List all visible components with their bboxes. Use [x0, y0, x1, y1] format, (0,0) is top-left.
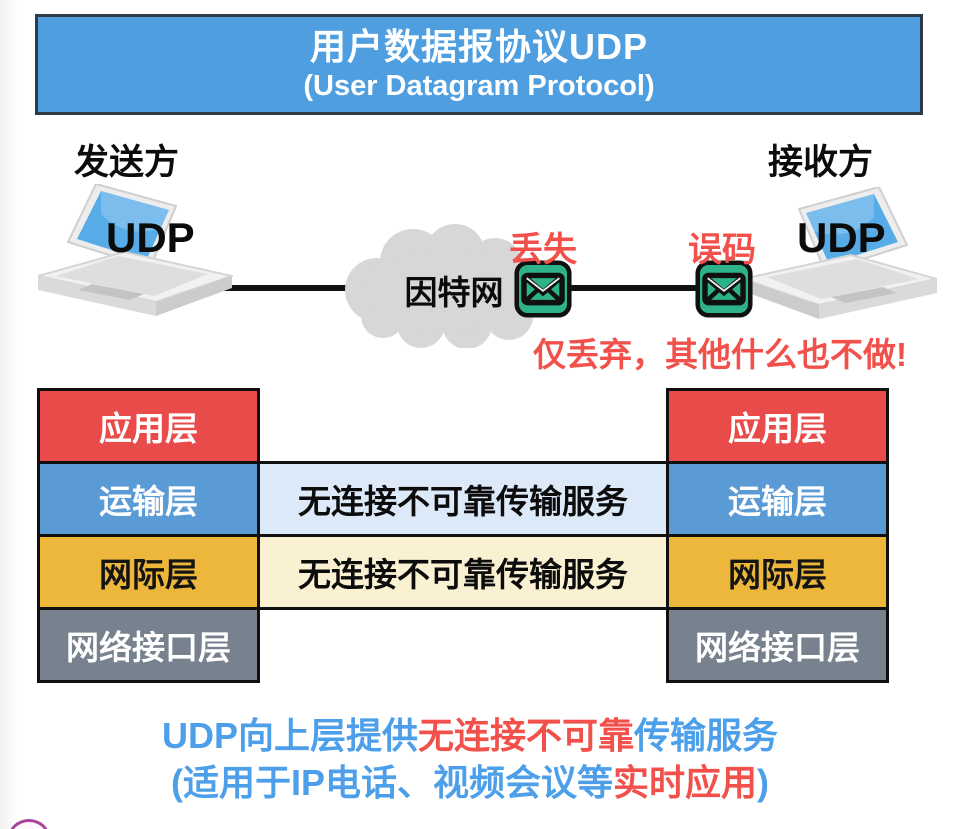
summary-line-1: UDP向上层提供无连接不可靠传输服务 — [0, 712, 940, 759]
error-datagram-envelope-icon — [695, 260, 753, 318]
receiver-internet-layer: 网际层 — [666, 534, 889, 610]
sender-application-layer: 应用层 — [37, 388, 260, 464]
summary-segment: 实时应用 — [613, 762, 758, 803]
internet-cloud-label: 因特网 — [404, 274, 504, 311]
loss-caption: 丢失 — [509, 231, 577, 269]
receiver-application-layer: 应用层 — [666, 388, 889, 464]
receiver-udp-label: UDP — [797, 214, 886, 261]
error-caption: 误码 — [688, 231, 756, 269]
discard-note: 仅丢弃，其他什么也不做! — [533, 336, 907, 373]
lost-datagram-envelope-icon — [514, 260, 572, 318]
sender-laptop-icon — [38, 184, 233, 316]
sender-network-interface-layer: 网络接口层 — [37, 607, 260, 683]
summary-segment: 传输服务 — [634, 715, 779, 756]
sender-label: 发送方 — [74, 143, 180, 182]
sender-udp-label: UDP — [106, 214, 195, 261]
receiver-label: 接收方 — [768, 143, 874, 182]
summary-segment: 无连接不可靠 — [417, 715, 634, 756]
receiver-transport-layer: 运输层 — [666, 461, 889, 537]
title-chinese: 用户数据报协议UDP — [309, 25, 648, 67]
title-english: (User Datagram Protocol) — [303, 69, 655, 102]
title-banner: 用户数据报协议UDP (User Datagram Protocol) — [35, 14, 923, 115]
receiver-network-interface-layer: 网络接口层 — [666, 607, 889, 683]
receiver-laptop-icon — [742, 187, 937, 319]
summary-segment: ) — [757, 762, 770, 803]
sender-transport-layer: 运输层 — [37, 461, 260, 537]
summary-text: UDP向上层提供无连接不可靠传输服务 (适用于IP电话、视频会议等实时应用) — [0, 712, 940, 806]
summary-segment: UDP向上层提供 — [161, 715, 418, 756]
watermark-logo — [8, 819, 50, 829]
summary-line-2: (适用于IP电话、视频会议等实时应用) — [0, 759, 940, 806]
transport-service-band: 无连接不可靠传输服务 — [257, 461, 669, 537]
summary-segment: (适用于IP电话、视频会议等 — [170, 762, 613, 803]
internet-service-band: 无连接不可靠传输服务 — [257, 534, 669, 610]
sender-internet-layer: 网际层 — [37, 534, 260, 610]
